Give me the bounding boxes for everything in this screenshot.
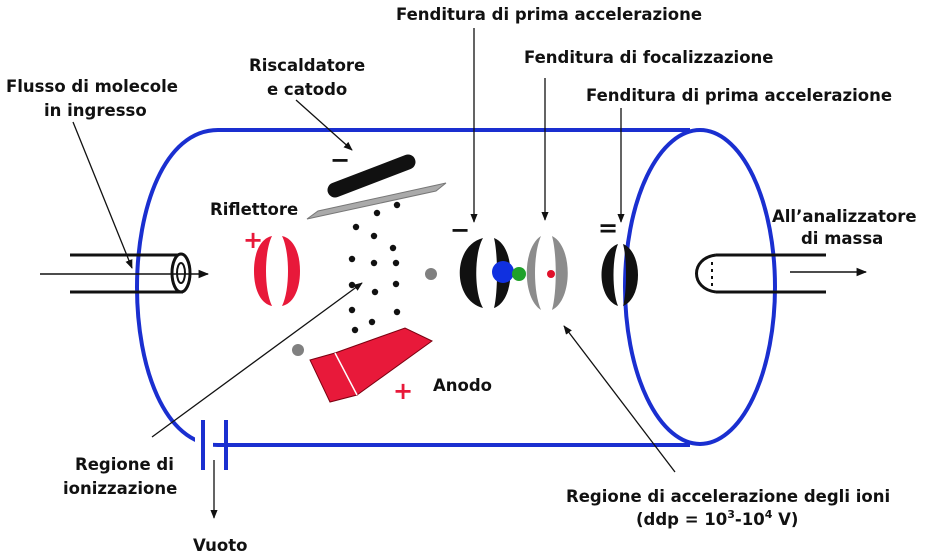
anode-plus-sign: + — [393, 377, 413, 405]
gray-particle — [425, 268, 437, 280]
slit1-minus-sign: − — [450, 216, 470, 244]
ion-blue — [492, 261, 514, 283]
label-anodo: Anodo — [433, 376, 492, 395]
reflector-electrode — [254, 236, 300, 306]
label-regione-accelerazione-line2: (ddp = 103-104 V) — [636, 508, 798, 529]
label-fenditura-focalizzazione: Fenditura di focalizzazione — [524, 48, 773, 67]
electron-beam — [348, 201, 401, 334]
label-regione-ionizzazione-line1: Regione di — [75, 455, 174, 474]
tube-outline — [135, 128, 690, 447]
cathode-minus-sign: − — [330, 146, 350, 174]
vacuum-outlet-pipe — [195, 418, 228, 470]
tube-end-ellipse — [623, 128, 777, 446]
pointer-lines — [72, 28, 676, 519]
ions — [492, 261, 555, 283]
label-fenditura-prima-right: Fenditura di prima accelerazione — [586, 86, 892, 105]
heater-cathode — [306, 154, 447, 220]
label-fenditura-prima-top: Fenditura di prima accelerazione — [396, 5, 702, 24]
label-regione-accelerazione-line1: Regione di accelerazione degli ioni — [566, 487, 890, 506]
label-analizzatore-line2: di massa — [801, 229, 883, 248]
reflector-plus-sign: + — [243, 226, 263, 254]
focusing-slit — [526, 236, 568, 310]
slit3-double-minus-sign: = — [598, 214, 618, 242]
label-flusso-line1: Flusso di molecole — [6, 77, 178, 96]
label-flusso-line2: in ingresso — [44, 101, 147, 120]
label-analizzatore-line1: All’analizzatore — [772, 207, 917, 226]
inlet-pipe — [40, 252, 210, 294]
second-acceleration-slit — [601, 244, 638, 306]
label-regione-ionizzazione-line2: ionizzazione — [63, 479, 177, 498]
label-riscaldatore-line2: e catodo — [267, 80, 347, 99]
outlet-pipe — [695, 253, 868, 294]
label-vuoto: Vuoto — [193, 536, 248, 555]
ion-green — [512, 267, 526, 281]
anode-plate — [309, 327, 433, 403]
ion-red — [547, 270, 555, 278]
gray-particle — [292, 344, 304, 356]
vacuum-tube — [135, 128, 777, 470]
label-riflettore: Riflettore — [210, 200, 298, 219]
label-riscaldatore-line1: Riscaldatore — [249, 56, 365, 75]
